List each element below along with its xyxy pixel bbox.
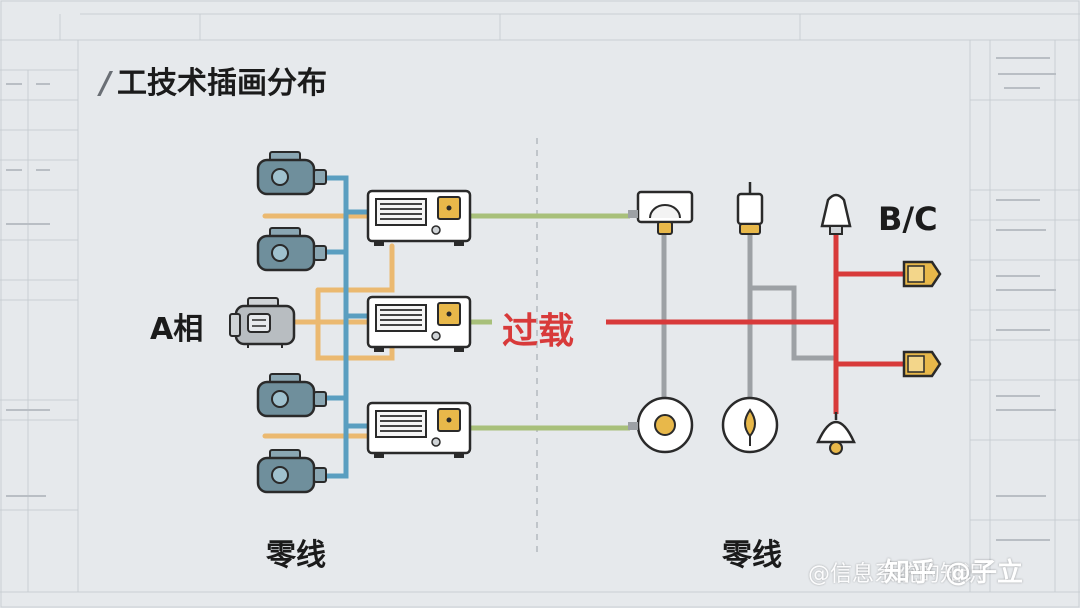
blue-wires (315, 175, 371, 479)
title-slash: / (100, 66, 111, 101)
neutral-label-left: 零线 (266, 538, 326, 573)
control-box-icon (366, 189, 472, 246)
phase-a-motor-icon (229, 297, 296, 348)
socket-icon (902, 260, 942, 288)
motor-icon (256, 151, 327, 196)
pendant-bulb-icon (820, 193, 852, 235)
title-text: 工技术插画分布 (116, 66, 327, 101)
red-wires (606, 228, 904, 414)
tube-light-icon (736, 182, 764, 235)
watermark-brand: 知乎 @子立 (884, 558, 1024, 588)
round-lamp-icon (628, 396, 694, 454)
control-box-icon (366, 401, 472, 458)
motor-icon (256, 373, 327, 418)
phase-bc-label: B/C (878, 200, 938, 238)
green-wires (470, 213, 630, 431)
overload-label: 过载 (502, 311, 575, 352)
round-bulb-lamp-icon (721, 396, 779, 454)
page-title: /工技术插画分布 (100, 58, 327, 102)
motor-icon (256, 449, 327, 494)
bell-lamp-icon (816, 412, 856, 455)
neutral-label-right: 零线 (722, 538, 782, 573)
motor-icon (256, 227, 327, 272)
socket-icon (902, 350, 942, 378)
control-box-icon (366, 295, 472, 352)
ceiling-lamp-icon (628, 190, 694, 235)
watermark-prefix: @信息系统的知识 (808, 562, 985, 587)
frame-scribbles (6, 57, 1056, 541)
orange-wires (262, 213, 395, 439)
phase-a-label: A相 (150, 312, 204, 347)
grey-wires (661, 234, 836, 398)
